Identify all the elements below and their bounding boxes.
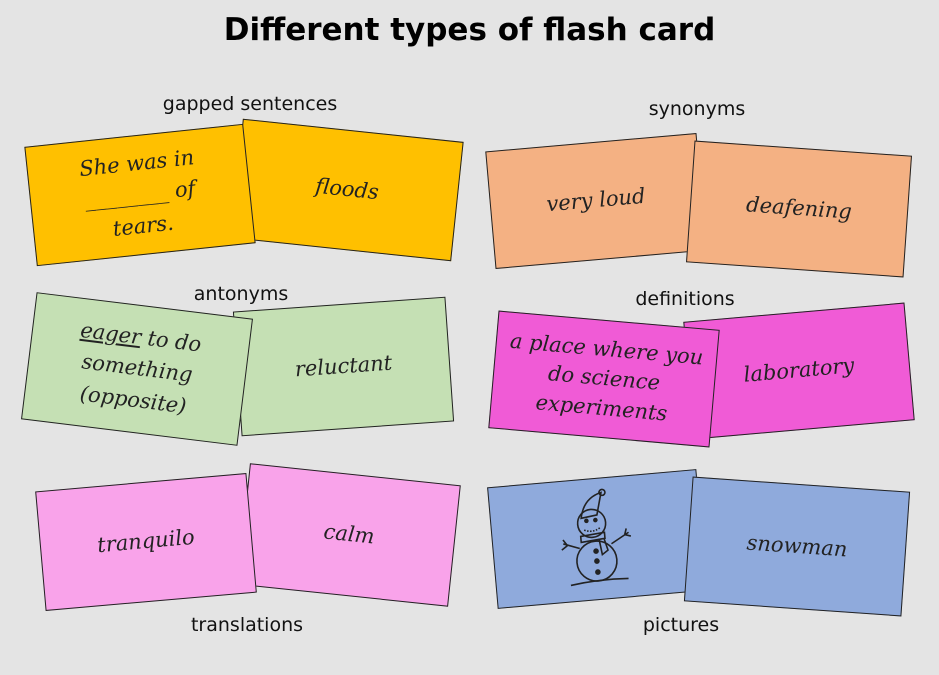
- card-translations-front[interactable]: tranquilo: [35, 472, 257, 612]
- card-text: deafening: [745, 192, 853, 224]
- card-text: calm: [322, 519, 376, 549]
- card-synonyms-front[interactable]: very loud: [485, 132, 707, 270]
- snowman-icon: [561, 488, 632, 587]
- card-gapped-front[interactable]: She was in ________ of tears.: [24, 123, 256, 267]
- card-text-line: tears.: [111, 210, 175, 241]
- card-text: very loud: [545, 183, 647, 217]
- card-translations-back[interactable]: calm: [237, 463, 461, 607]
- label-pictures: pictures: [642, 614, 720, 636]
- page-title: Different types of flash card: [223, 12, 716, 48]
- card-gapped-back[interactable]: floods: [230, 118, 464, 262]
- label-translations: translations: [190, 614, 304, 636]
- underlined-word: eager: [79, 317, 143, 349]
- card-definitions-back[interactable]: laboratory: [683, 302, 915, 440]
- card-pictures-front[interactable]: [487, 469, 707, 609]
- card-synonyms-back[interactable]: deafening: [686, 140, 912, 278]
- card-text: snowman: [745, 530, 849, 562]
- label-gapped-sentences: gapped sentences: [162, 93, 338, 115]
- card-pictures-back[interactable]: snowman: [683, 476, 911, 617]
- card-antonyms-back[interactable]: reluctant: [232, 296, 455, 437]
- card-text: floods: [314, 173, 380, 205]
- card-definitions-front[interactable]: a place where you do science experiments: [488, 310, 720, 448]
- card-antonyms-front[interactable]: eager to do something (opposite): [21, 292, 253, 446]
- card-text: tranquilo: [96, 525, 196, 558]
- label-synonyms: synonyms: [648, 98, 746, 120]
- label-definitions: definitions: [635, 288, 735, 310]
- card-text: laboratory: [742, 353, 856, 388]
- label-antonyms: antonyms: [193, 283, 289, 305]
- card-text: reluctant: [294, 350, 393, 382]
